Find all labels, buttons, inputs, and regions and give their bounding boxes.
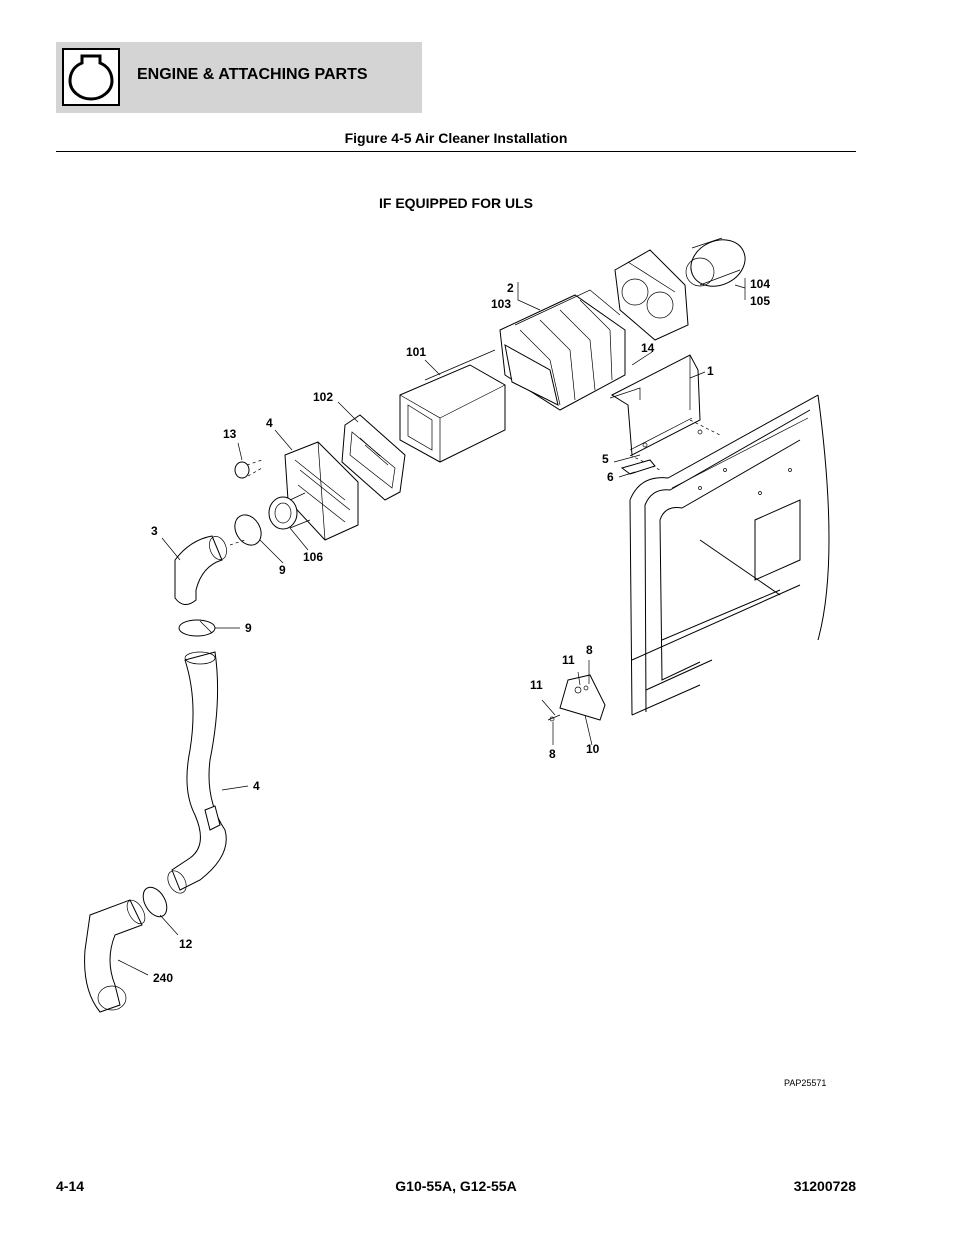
clamp-12 [142,886,168,918]
callout-12: 12 [179,937,193,951]
callout-9-upper: 9 [279,563,286,577]
callout-2: 2 [507,281,514,295]
callout-1: 1 [707,364,714,378]
header-rule [56,151,856,152]
callout-101: 101 [406,345,426,359]
callout-4-hose: 4 [253,779,260,793]
callout-6: 6 [607,470,614,484]
housing-body [499,289,626,411]
page-number: 4-14 [56,1178,85,1194]
callout-leaders [117,278,746,976]
callout-11-upper: 11 [562,653,575,667]
mounting-bracket [609,354,721,475]
model-numbers: G10-55A, G12-55A [395,1178,517,1194]
outlet-tube [268,492,311,530]
callout-10: 10 [586,742,600,756]
callout-240: 240 [153,971,173,985]
callout-14: 14 [641,341,655,355]
figure-subheading: IF EQUIPPED FOR ULS [378,195,533,211]
callout-102: 102 [313,390,333,404]
intake-hose [167,651,227,894]
callout-5: 5 [602,452,609,466]
elbow-hose [174,535,246,605]
engine-block-icon [62,48,120,106]
callout-4-housing: 4 [266,416,273,430]
callout-8-upper: 8 [586,643,593,657]
drawing-code: PAP25571 [784,1078,827,1088]
precleaner-assembly [614,237,746,341]
callout-labels: 104 105 2 103 14 1 101 102 13 4 5 6 3 9 … [151,277,770,985]
callout-106: 106 [303,550,323,564]
callout-9-lower: 9 [245,621,252,635]
callout-103: 103 [491,297,511,311]
figure-caption: Figure 4-5 Air Cleaner Installation [344,130,568,146]
hose-clamps [178,514,262,637]
callout-3: 3 [151,524,158,538]
section-title: ENGINE & ATTACHING PARTS [137,66,368,83]
vacuator-valve [234,459,263,479]
callout-8-lower: 8 [549,747,556,761]
callout-105: 105 [750,294,770,308]
callout-104: 104 [750,277,770,291]
frame-structure [629,394,830,716]
outlet-housing [284,441,359,541]
callout-13: 13 [223,427,237,441]
filter-element [399,349,506,463]
lower-elbow-hose [84,899,146,1013]
manual-number: 31200728 [793,1178,856,1194]
bracket-plate-10 [547,674,606,722]
callout-11-lower: 11 [530,678,543,692]
safety-element [341,414,406,501]
